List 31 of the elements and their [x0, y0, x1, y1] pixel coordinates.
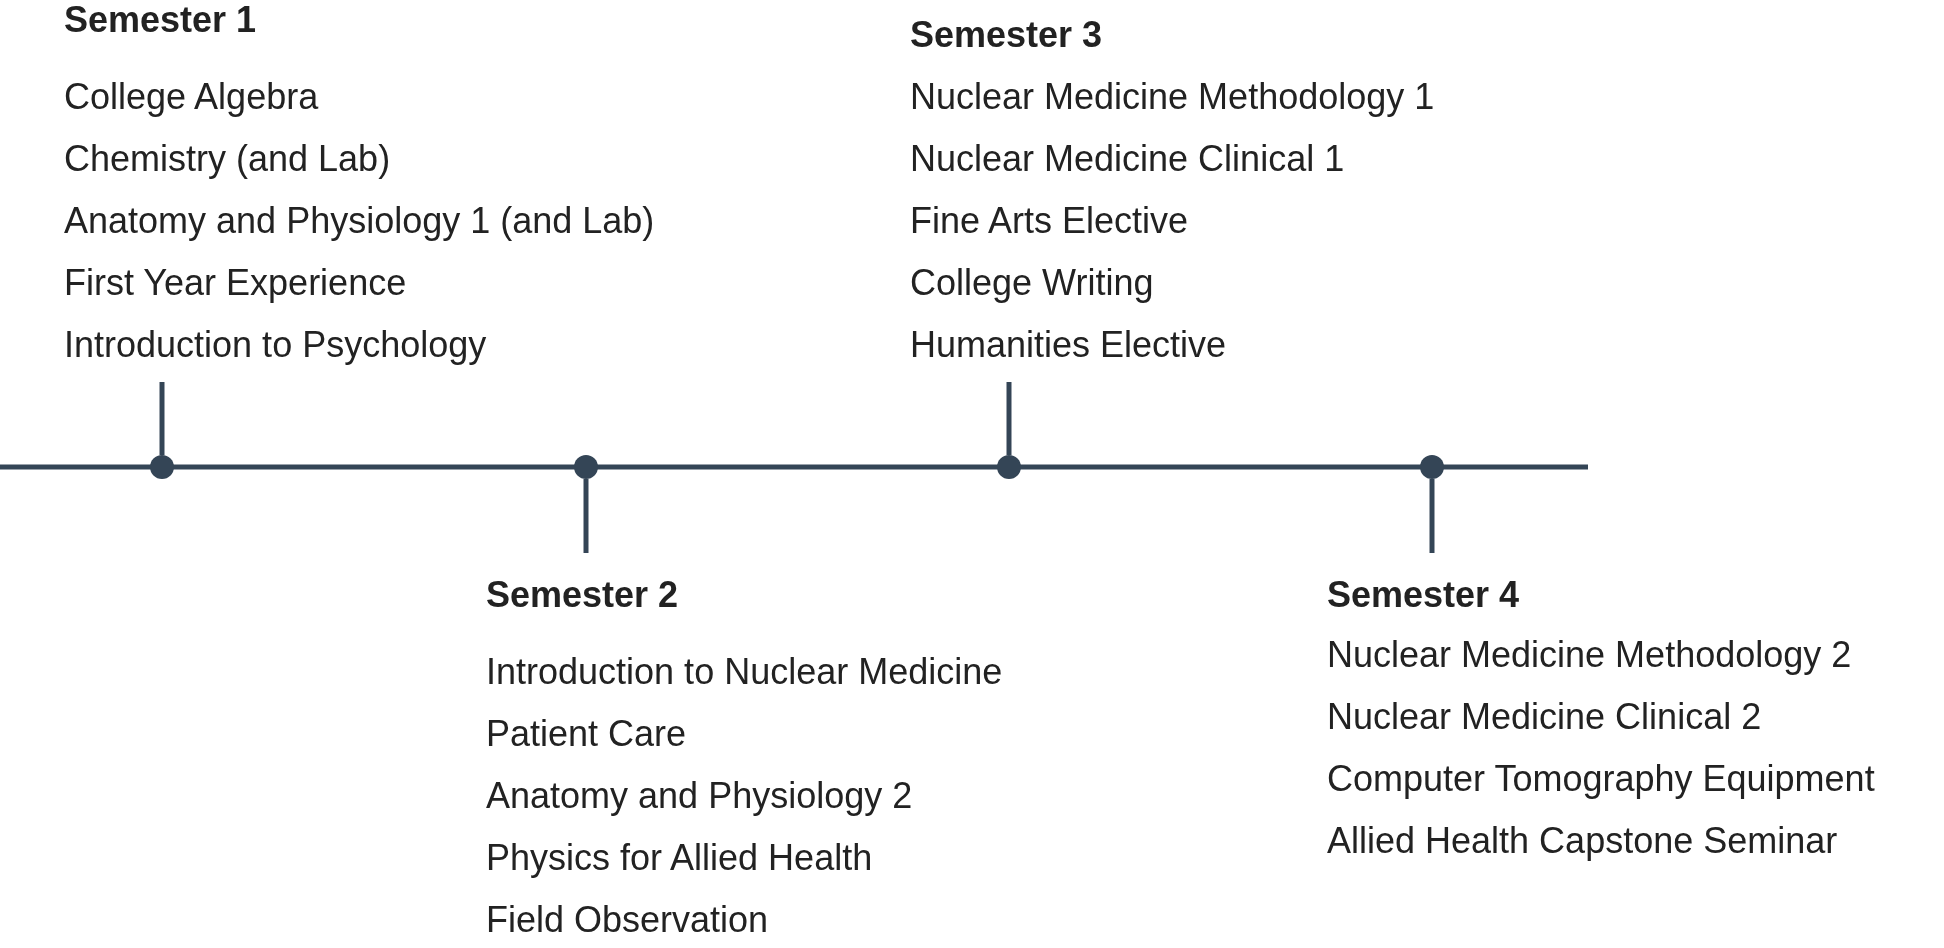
connector-line — [159, 382, 165, 455]
connector-line — [583, 479, 589, 553]
semester-heading: Semester 3 — [910, 15, 1104, 55]
semester-heading: Semester 2 — [486, 575, 680, 615]
timeline-dot — [150, 455, 174, 479]
course-name: Anatomy and Physiology 1 (and Lab) — [64, 199, 655, 243]
course-name: Fine Arts Elective — [910, 199, 1190, 243]
course-name: Field Observation — [486, 898, 770, 942]
course-name: Introduction to Psychology — [64, 323, 488, 367]
connector-line — [1429, 479, 1435, 553]
course-name: Physics for Allied Health — [486, 836, 874, 880]
timeline-dot — [997, 455, 1021, 479]
timeline-dot — [574, 455, 598, 479]
course-name: Nuclear Medicine Methodology 2 — [1327, 633, 1853, 677]
course-name: College Writing — [910, 261, 1155, 305]
course-name: Nuclear Medicine Methodology 1 — [910, 75, 1435, 119]
course-name: Patient Care — [486, 712, 688, 756]
semester-heading: Semester 1 — [64, 0, 258, 40]
course-name: Humanities Elective — [910, 323, 1228, 367]
course-name: First Year Experience — [64, 261, 408, 305]
course-name: College Algebra — [64, 75, 320, 119]
course-name: Nuclear Medicine Clinical 2 — [1327, 695, 1763, 739]
course-name: Allied Health Capstone Seminar — [1327, 819, 1839, 863]
semester-heading: Semester 4 — [1327, 575, 1521, 615]
course-name: Anatomy and Physiology 2 — [486, 774, 914, 818]
connector-line — [1006, 382, 1012, 455]
course-name: Computer Tomography Equipment — [1327, 757, 1875, 801]
course-name: Nuclear Medicine Clinical 1 — [910, 137, 1346, 181]
timeline-dot — [1420, 455, 1444, 479]
course-name: Chemistry (and Lab) — [64, 137, 392, 181]
course-name: Introduction to Nuclear Medicine — [486, 650, 1003, 694]
